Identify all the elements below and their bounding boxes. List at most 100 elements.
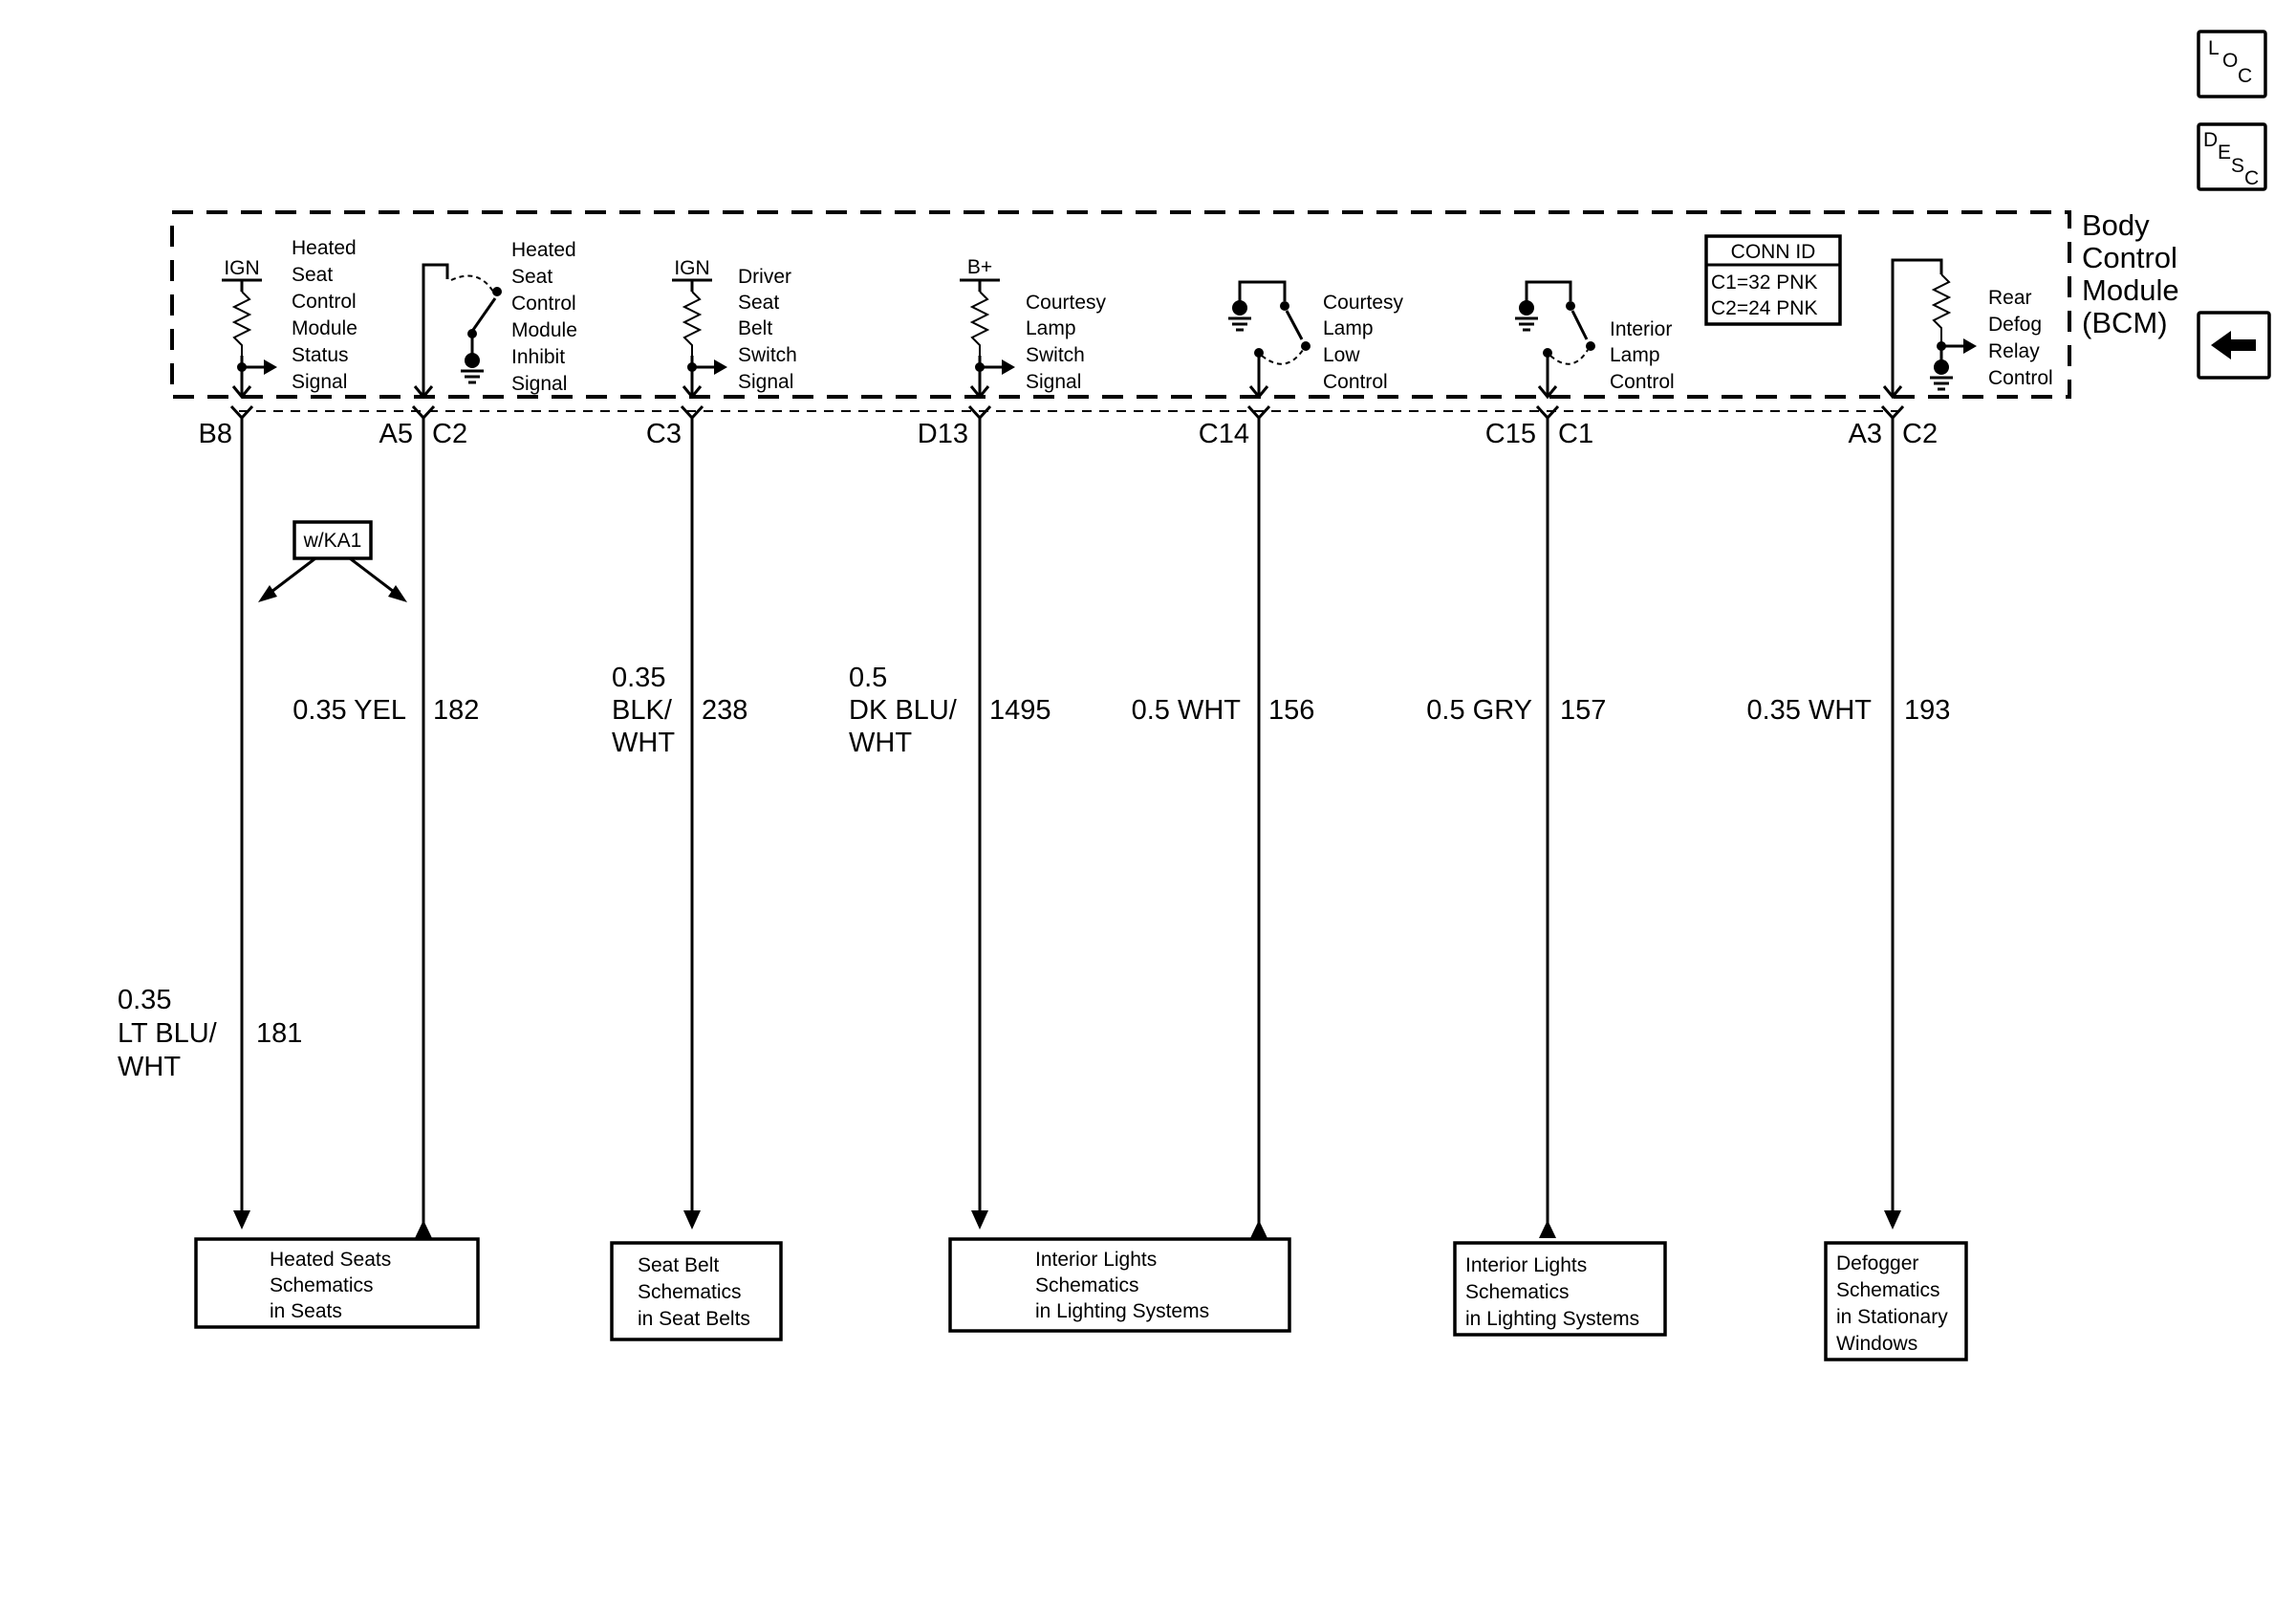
wire-gauge-label: 0.35 — [118, 985, 171, 1015]
label-line: Signal — [1026, 371, 1081, 393]
wire-color-label: WHT — [612, 728, 675, 758]
arrow-icon — [1539, 1220, 1556, 1238]
component-label: Rear Defog Relay Control — [1988, 287, 2053, 389]
arrow-icon — [971, 1210, 988, 1230]
bcm-boundary — [170, 210, 2071, 399]
wire-color-label: DK BLU/ — [849, 695, 958, 726]
desc-letter: S — [2231, 155, 2244, 177]
label-line: Lamp — [1610, 344, 1660, 366]
supply-label: IGN — [224, 257, 259, 279]
destination-line: Schematics — [1836, 1279, 1940, 1301]
label-line: Switch — [1026, 344, 1085, 366]
pin-label: C15 — [1485, 419, 1536, 449]
resistor-icon — [231, 291, 252, 356]
ground-icon — [1934, 359, 1949, 375]
label-line: Module — [292, 317, 357, 339]
arrow-icon — [714, 359, 727, 375]
pin-label: B8 — [199, 419, 232, 449]
back-nav-button[interactable] — [2197, 311, 2271, 380]
wire-color-label: WHT — [118, 1052, 181, 1082]
wire-color-label: BLK/ — [612, 695, 673, 726]
destination-line: Heated Seats — [270, 1249, 391, 1271]
module-title-line: Module — [2082, 273, 2179, 307]
resistor-icon — [1931, 273, 1952, 344]
label-line: Control — [1323, 371, 1388, 393]
label-line: Driver — [738, 266, 791, 288]
destination-line: Schematics — [638, 1281, 742, 1303]
destination-line: in Lighting Systems — [1465, 1308, 1639, 1330]
component-label: Interior Lamp Control — [1610, 318, 1675, 393]
conn-id-line: C2=24 PNK — [1711, 297, 1817, 319]
destination-box[interactable]: Defogger Schematics in Stationary Window… — [1824, 1241, 1968, 1361]
option-tag-label: w/KA1 — [303, 530, 362, 552]
loc-letter: L — [2208, 37, 2220, 59]
label-line: Control — [1610, 371, 1675, 393]
supply-label: IGN — [674, 257, 709, 279]
location-nav-button[interactable]: L O C — [2197, 30, 2267, 98]
circuit-number: 182 — [433, 695, 479, 726]
arrow-icon — [258, 585, 277, 602]
desc-letter: C — [2244, 167, 2259, 189]
wire-color-label: 0.5 GRY — [1426, 695, 1532, 726]
label-line: Lamp — [1323, 317, 1374, 339]
label-line: Defog — [1988, 314, 2042, 336]
label-line: Lamp — [1026, 317, 1076, 339]
arrow-icon — [415, 1220, 432, 1238]
destination-box[interactable]: Seat Belt Schematics in Seat Belts — [610, 1241, 783, 1341]
destination-line: in Stationary — [1836, 1306, 1948, 1328]
pin-label: A5 — [379, 419, 413, 449]
label-line: Control — [1988, 367, 2053, 389]
description-nav-button[interactable]: D E S C — [2197, 122, 2267, 191]
pin-label: C3 — [646, 419, 682, 449]
loc-letter: C — [2238, 65, 2252, 87]
label-line: Seat — [292, 264, 333, 286]
pin-label: C14 — [1199, 419, 1249, 449]
wire-color-label: WHT — [849, 728, 912, 758]
destination-line: Schematics — [1465, 1281, 1570, 1303]
module-title-line: Body — [2082, 208, 2150, 242]
circuit-238: IGN Driver Seat Belt Switch Signal C3 0.… — [612, 257, 797, 1230]
label-line: Control — [292, 291, 357, 313]
destination-box[interactable]: Interior Lights Schematics in Lighting S… — [1453, 1241, 1667, 1337]
arrow-icon — [388, 585, 407, 602]
conn-id-line: C1=32 PNK — [1711, 272, 1817, 294]
circuit-1495: B+ Courtesy Lamp Switch Signal D13 0.5 D… — [849, 256, 1107, 1230]
label-line: Signal — [511, 373, 567, 395]
component-label: Courtesy Lamp Switch Signal — [1026, 292, 1107, 393]
destination-line: Interior Lights — [1035, 1249, 1157, 1271]
destination-box[interactable]: Interior Lights Schematics in Lighting S… — [948, 1237, 1291, 1333]
module-title-line: Control — [2082, 241, 2177, 274]
desc-letter: E — [2218, 142, 2231, 163]
ground-icon — [1519, 300, 1534, 316]
circuit-number: 1495 — [989, 695, 1051, 726]
pin-label: A3 — [1849, 419, 1882, 449]
pin-label: D13 — [918, 419, 968, 449]
label-line: Status — [292, 344, 349, 366]
wire-color-label: 0.35 YEL — [292, 695, 406, 726]
label-line: Signal — [738, 371, 793, 393]
label-line: Seat — [738, 292, 779, 314]
pin-label: C2 — [432, 419, 467, 449]
destination-line: in Lighting Systems — [1035, 1300, 1209, 1322]
label-line: Heated — [511, 239, 576, 261]
circuit-181: IGN Heated Seat Control Module Status Si… — [118, 237, 357, 1230]
arrow-icon — [1250, 1220, 1267, 1238]
circuit-157: Interior Lamp Control C15 C1 0.5 GRY 157 — [1426, 280, 1675, 1238]
destination-box[interactable]: Heated Seats Schematics in Seats — [194, 1237, 480, 1329]
wire-color-label: 0.5 WHT — [1132, 695, 1242, 726]
arrow-icon — [233, 1210, 250, 1230]
resistor-icon — [969, 291, 990, 356]
component-label: Heated Seat Control Module Status Signal — [292, 237, 357, 393]
wire-gauge-label: 0.35 — [612, 663, 665, 693]
module-title: Body Control Module (BCM) — [2082, 208, 2179, 339]
label-line: Seat — [511, 266, 552, 288]
label-line: Courtesy — [1026, 292, 1107, 314]
component-label: Driver Seat Belt Switch Signal — [738, 266, 797, 393]
arrow-icon — [1884, 1210, 1901, 1230]
destination-line: in Seat Belts — [638, 1308, 750, 1330]
label-line: Courtesy — [1323, 292, 1404, 314]
wire-gauge-label: 0.5 — [849, 663, 887, 693]
back-arrow-icon — [2211, 331, 2256, 359]
pin-label: C2 — [1902, 419, 1938, 449]
